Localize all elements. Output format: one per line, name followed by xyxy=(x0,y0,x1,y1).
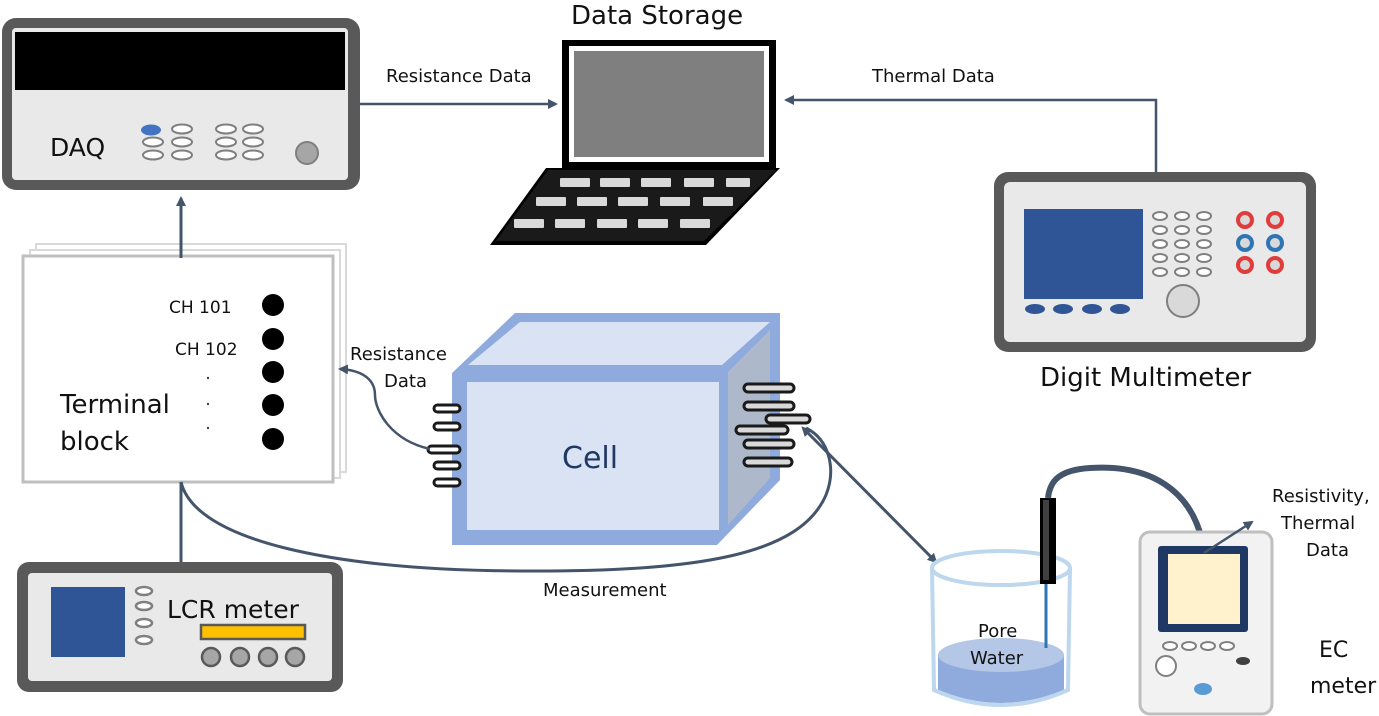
laptop-icon xyxy=(490,40,780,245)
daq-device-icon xyxy=(2,18,360,190)
resistivity-label-line3: Data xyxy=(1306,540,1349,561)
thermal-data-arrow xyxy=(784,95,1158,178)
cell-label: Cell xyxy=(562,441,618,476)
thermal-data-label: Thermal Data xyxy=(871,66,995,87)
cell-beaker-double-arrow xyxy=(801,426,938,564)
ec-meter-label-line1: EC xyxy=(1319,638,1348,663)
beaker-icon xyxy=(930,549,1072,707)
measurement-label: Measurement xyxy=(543,580,667,601)
daq-label: DAQ xyxy=(50,133,105,162)
resistivity-label-line1: Resistivity, xyxy=(1272,486,1370,507)
left-electrodes xyxy=(426,403,462,488)
resistance-data-top-label: Resistance Data xyxy=(386,66,532,87)
data-storage-label: Data Storage xyxy=(571,1,743,31)
ec-output-arrow xyxy=(1203,520,1254,555)
terminal-block-label-line2: block xyxy=(60,427,129,457)
right-electrodes xyxy=(734,382,812,468)
pore-water-label-line2: Water xyxy=(970,648,1024,669)
resistivity-label-line2: Thermal xyxy=(1280,513,1355,534)
ec-meter-label-line2: meter xyxy=(1310,674,1377,699)
ch101-label: CH 101 xyxy=(169,298,232,318)
terminal-block-label-line1: Terminal xyxy=(59,390,170,420)
lcr-meter-label: LCR meter xyxy=(167,595,300,624)
resistance-data-mid-label-line1: Resistance xyxy=(350,344,447,365)
digit-multimeter-label: Digit Multimeter xyxy=(1040,363,1251,393)
lcr-meter-icon xyxy=(17,562,343,692)
cell-cube-icon xyxy=(452,313,780,545)
electrode-probe-icon xyxy=(1040,464,1205,648)
ec-meter-icon xyxy=(1138,530,1274,716)
ch102-label: CH 102 xyxy=(175,340,238,360)
pore-water-label-line1: Pore xyxy=(978,621,1017,642)
terminal-block-icon xyxy=(21,243,347,484)
cell-to-terminal-arrow xyxy=(338,364,431,451)
multimeter-icon xyxy=(994,172,1316,352)
resistance-data-mid-label-line2: Data xyxy=(384,371,427,392)
